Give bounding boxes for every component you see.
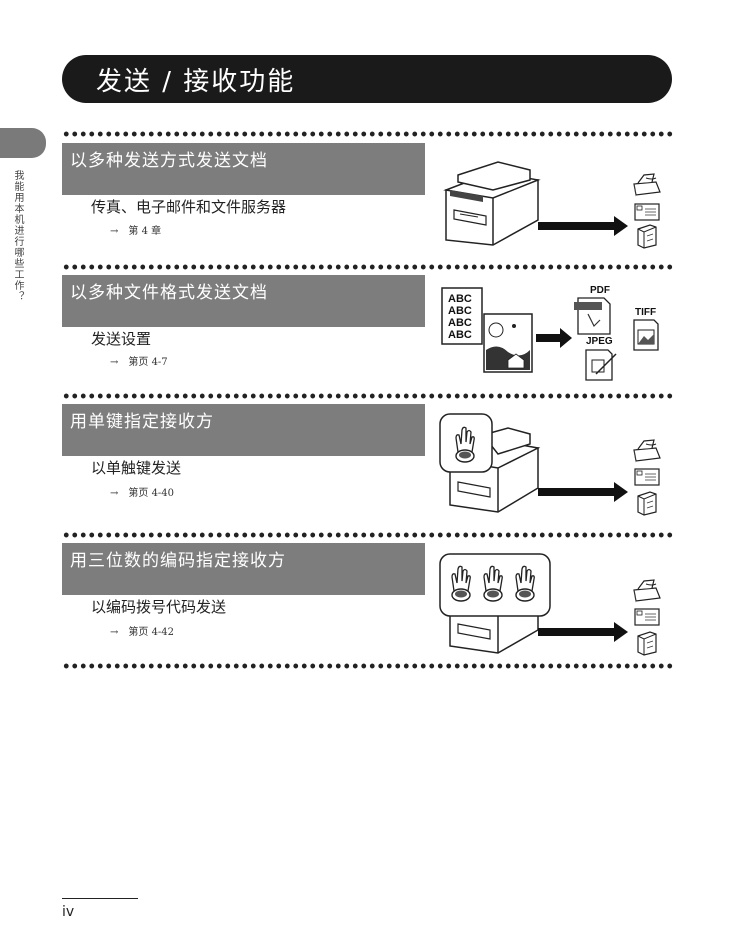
email-icon	[634, 203, 660, 221]
section-subheading: 以编码拨号代码发送	[91, 598, 227, 616]
fax-icon	[633, 579, 661, 604]
page-reference-text: 第页 4-42	[128, 627, 175, 638]
section-heading-text: 以多种发送方式发送文档	[70, 151, 268, 171]
page-reference-text: 第页 4-7	[128, 357, 168, 368]
section-heading: 用三位数的编码指定接收方	[62, 543, 425, 595]
page-title-bar: 发送 / 接收功能	[62, 55, 672, 103]
arrow-icon	[538, 622, 628, 642]
dotted-divider	[62, 131, 674, 137]
arrow-icon: →	[110, 357, 119, 368]
section-subheading: 以单触键发送	[91, 459, 182, 477]
page-title: 发送 / 接收功能	[96, 66, 296, 97]
tiff-label: TIFF	[635, 307, 656, 318]
email-icon	[634, 608, 660, 626]
section-subheading: 传真、电子邮件和文件服务器	[91, 198, 287, 216]
svg-text:ABC: ABC	[448, 293, 472, 305]
file-format-illustration: ABC ABC ABC ABC PDF TIFF JPEG	[441, 285, 659, 381]
fax-icon	[633, 439, 661, 464]
arrow-icon: →	[110, 488, 119, 499]
arrow-icon	[536, 328, 572, 348]
page-reference-text: 第 4 章	[128, 226, 162, 237]
svg-text:ABC: ABC	[448, 329, 472, 341]
file-server-icon	[637, 631, 657, 656]
arrow-icon	[538, 216, 628, 236]
page-reference: → 第页 4-7	[110, 353, 168, 368]
section-heading-text: 用单键指定接收方	[70, 412, 214, 432]
page-reference: → 第 4 章	[110, 222, 161, 237]
page-number: iv	[62, 904, 75, 920]
arrow-icon: →	[110, 226, 119, 237]
fax-icon	[633, 173, 661, 198]
dotted-divider	[62, 264, 674, 270]
section-heading: 以多种文件格式发送文档	[62, 275, 425, 327]
side-label: 我能用本机进行哪些工作？	[12, 170, 23, 302]
file-server-icon	[637, 491, 657, 516]
one-touch-illustration	[439, 413, 661, 516]
section-heading-text: 用三位数的编码指定接收方	[70, 551, 286, 571]
coded-dial-illustration	[439, 553, 661, 656]
page-reference: → 第页 4-42	[110, 623, 174, 638]
text-document-icon: ABC ABC ABC ABC	[441, 287, 483, 345]
jpeg-file-icon	[585, 349, 617, 381]
printer-icon	[443, 161, 541, 246]
dotted-divider	[62, 663, 674, 669]
footer-rule	[62, 898, 138, 899]
mfp-send-illustration	[443, 161, 661, 249]
side-tab	[0, 128, 46, 158]
svg-text:ABC: ABC	[448, 317, 472, 329]
section-heading: 以多种发送方式发送文档	[62, 143, 425, 195]
page-reference: → 第页 4-40	[110, 484, 174, 499]
pdf-label: PDF	[590, 285, 610, 296]
email-icon	[634, 468, 660, 486]
arrow-icon: →	[110, 627, 119, 638]
file-server-icon	[637, 224, 657, 249]
section-subheading: 发送设置	[91, 330, 152, 348]
section-heading: 用单键指定接收方	[62, 404, 425, 456]
arrow-icon	[538, 482, 628, 502]
photo-document-icon	[483, 313, 533, 373]
pdf-file-icon	[574, 297, 611, 335]
jpeg-label: JPEG	[586, 336, 613, 347]
page-reference-text: 第页 4-40	[128, 488, 175, 499]
section-heading-text: 以多种文件格式发送文档	[70, 283, 268, 303]
tiff-file-icon	[633, 319, 659, 351]
dotted-divider	[62, 532, 674, 538]
dotted-divider	[62, 393, 674, 399]
svg-text:ABC: ABC	[448, 305, 472, 317]
